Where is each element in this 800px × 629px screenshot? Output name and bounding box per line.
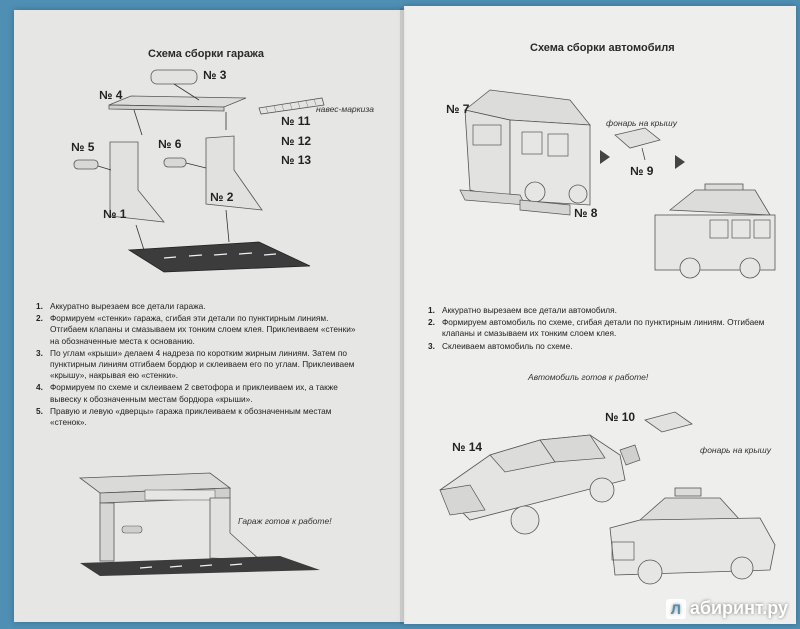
car-ready-caption: Автомобиль готов к работе!: [528, 372, 649, 382]
lamp-label-top: фонарь на крышу: [606, 118, 677, 128]
car-step: 3.Склеиваем автомобиль по схеме.: [428, 340, 573, 351]
part-number-3: № 3: [203, 68, 227, 82]
part-number-10: № 10: [605, 410, 636, 424]
finished-garage-illustration: [78, 472, 320, 576]
garage-step: 4.Формируем по схеме и склеиваем 2 свето…: [36, 382, 338, 404]
car-scheme-title: Схема сборки автомобиля: [530, 42, 675, 54]
left-page: [14, 10, 404, 622]
garage-ready-caption: Гараж готов к работе!: [238, 516, 332, 526]
labirint-logo-icon: Л: [665, 598, 686, 619]
garage-step: 2.Формируем «стенки» гаража, сгибая эти …: [36, 313, 356, 346]
garage-step: 5.Правую и левую «дверцы» гаража приклеи…: [36, 405, 332, 428]
part-number-1: № 1: [103, 207, 127, 221]
part-number-6: № 6: [158, 137, 182, 151]
garage-step: 1.Аккуратно вырезаем все детали гаража.: [36, 301, 206, 311]
car-steps-list: 1.Аккуратно вырезаем все детали автомоби…: [428, 305, 776, 353]
car-step: 2.Формируем автомобиль по схеме, сгибая …: [428, 317, 765, 339]
labirint-watermark: Л абиринт.ру: [665, 598, 788, 619]
lamp-label-bottom: фонарь на крышу: [700, 445, 771, 455]
garage-scheme-title: Схема сборки гаража: [148, 48, 265, 60]
car-assembly-diagram: [459, 89, 776, 279]
part-number-4: № 4: [99, 88, 123, 102]
awning-label: навес-маркиза: [316, 104, 374, 114]
garage-step: 3.По углам «крыши» делаем 4 надреза по к…: [36, 347, 355, 381]
car-step: 1.Аккуратно вырезаем все детали автомоби…: [428, 305, 617, 315]
garage-steps-list: 1.Аккуратно вырезаем все детали гаража. …: [36, 301, 366, 429]
part-number-12: № 12: [281, 134, 312, 148]
part-number-13: № 13: [281, 153, 312, 167]
part-number-5: № 5: [71, 140, 95, 154]
watermark-text: абиринт.ру: [689, 598, 788, 618]
part-number-9: № 9: [630, 164, 654, 178]
garage-assembly-diagram: [73, 69, 325, 273]
part-number-14: № 14: [452, 440, 483, 454]
book-spine: [400, 8, 410, 624]
part-number-8: № 8: [574, 206, 598, 220]
part-number-2: № 2: [210, 190, 234, 204]
taxi-assembly-diagram: [439, 411, 776, 585]
part-number-7: № 7: [446, 102, 470, 116]
part-number-11: № 11: [281, 114, 311, 128]
